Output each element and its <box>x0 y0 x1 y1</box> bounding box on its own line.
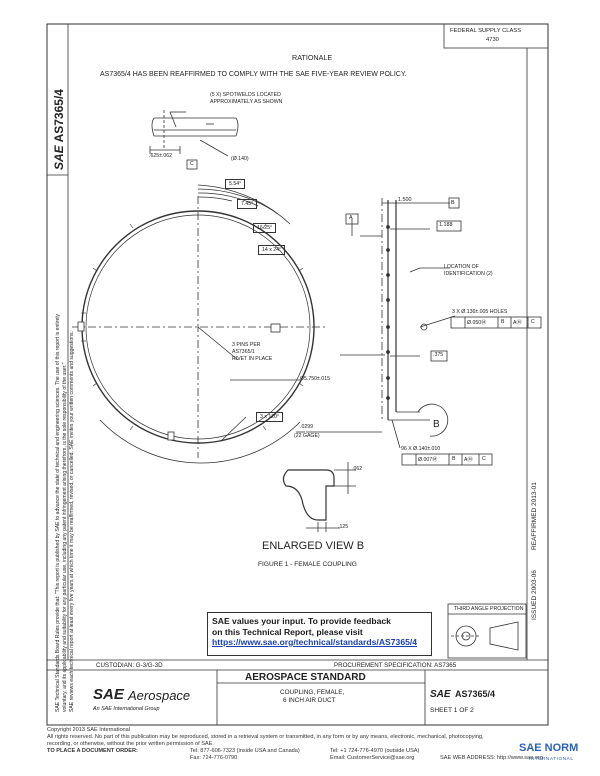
datum-c: C <box>190 161 194 167</box>
fcf2-datum-a: AⓂ <box>464 457 473 463</box>
feedback-link[interactable]: https://www.sae.org/technical/standards/… <box>212 637 418 647</box>
spotweld-detail <box>149 110 239 170</box>
brand-sae: SAE <box>93 686 124 703</box>
spotwelds-label: (5 X) SPOTWELDS LOCATED <box>210 92 281 98</box>
feedback-line-1: SAE values your input. To provide feedba… <box>212 616 391 626</box>
angle-1625: 16.25° <box>253 223 277 233</box>
side-disclaimer-3: SAE reviews each technical report at lea… <box>69 331 75 712</box>
figure-caption: FIGURE 1 - FEMALE COUPLING <box>258 561 357 568</box>
dim-625: .625±.062 <box>149 153 173 159</box>
side-disclaimer-1: SAE Technical Standards Board Rules prov… <box>55 313 61 712</box>
dim-140: (Ø.140) <box>231 156 249 162</box>
fcf2-datum-b: B <box>452 456 456 462</box>
footer-email: Email: CustomerService@sae.org <box>330 755 415 761</box>
dim-062: .062 <box>352 466 363 472</box>
rationale-heading: RATIONALE <box>292 53 333 62</box>
enlarged-view-title: ENLARGED VIEW B <box>262 540 365 552</box>
dim-1188: 1.188 <box>439 222 453 228</box>
brand-aerospace: Aerospace <box>128 688 191 703</box>
title-block-lines <box>47 659 548 725</box>
loc-id-1: LOCATION OF <box>444 264 479 270</box>
third-angle-projection <box>447 603 527 659</box>
watermark-sub: INTERNATIONAL <box>529 757 574 762</box>
fcf1-datum-a: AⓂ <box>513 320 522 326</box>
spotwelds-label-2: APPROXIMATELY AS SHOWN <box>210 99 283 105</box>
dia-5750: Ø5.750±.015 <box>300 376 330 382</box>
doc-title-2: 6 INCH AIR DUCT <box>283 697 336 704</box>
fsc-code: 4730 <box>486 37 499 43</box>
dim-125: .125 <box>338 524 349 530</box>
feedback-box: SAE values your input. To provide feedba… <box>207 612 432 656</box>
custodian: CUSTODIAN: G-3/G-3D <box>96 662 163 669</box>
holes-label: 3 X Ø.136±.005 HOLES <box>452 309 508 315</box>
datum-a: A <box>349 215 353 221</box>
reaffirmed-date: REAFFIRMED 2013-01 <box>531 482 538 550</box>
loc-id-2: IDENTIFICATION (2) <box>444 271 493 277</box>
fcf1-tolerance: Ø.050Ⓜ <box>467 320 487 326</box>
pins-label-1: 3 PINS PER <box>232 342 261 348</box>
footer-rights: All rights reserved. No part of this pub… <box>47 734 484 740</box>
side-doc-number: SAE AS7365/4 <box>52 89 66 170</box>
dim-375: .375 <box>433 352 444 358</box>
angle-554: 5.54° <box>225 179 246 189</box>
holes2-label: 96 X Ø.140±.010 <box>401 446 441 452</box>
pins-label-2: AS7365/1 <box>232 349 255 355</box>
coupling-ring <box>72 184 326 464</box>
view-b-callout: B <box>433 419 440 430</box>
third-angle-label: THIRD ANGLE PROJECTION <box>454 606 524 612</box>
dim-0299: .0299 <box>300 424 313 430</box>
fcf2-datum-c: C <box>482 456 486 462</box>
sheet-border <box>46 23 549 726</box>
fcf1-datum-c: C <box>531 319 535 325</box>
footer-tel-2: Tel: +1 724-776-4970 (outside USA) <box>330 748 420 754</box>
gage-label: (22 GAGE) <box>294 433 320 439</box>
issued-date: ISSUED 2003-06 <box>531 570 538 620</box>
aerospace-standard: AEROSPACE STANDARD <box>245 672 366 683</box>
footer-copyright: Copyright 2013 SAE International <box>47 727 131 733</box>
fsc-label: FEDERAL SUPPLY CLASS <box>450 28 522 34</box>
side-doc-number-text: AS7365/4 <box>52 89 66 143</box>
feedback-line-2: on this Technical Report, please visit <box>212 626 363 637</box>
side-profile-view <box>296 197 542 466</box>
footer-order: TO PLACE A DOCUMENT ORDER: <box>47 748 138 754</box>
angle-14x24: 14 x 24° <box>258 245 286 255</box>
fcf1-datum-b: B <box>501 319 505 325</box>
fcf2-tolerance: Ø.007Ⓜ <box>418 457 438 463</box>
sheet-number: SHEET 1 OF 2 <box>430 707 474 714</box>
enlarged-view-profile <box>282 462 356 532</box>
footer-web: SAE WEB ADDRESS: http://www.sae.org <box>440 755 543 761</box>
datum-b: B <box>451 200 455 206</box>
pins-label-3: RIVET IN PLACE <box>232 356 273 362</box>
footer-fax: Fax: 724-776-0790 <box>190 755 238 761</box>
title-doc-number: AS7365/4 <box>455 689 496 699</box>
angle-745: 7.45° <box>237 199 258 209</box>
side-disclaimer-2: voluntary, and its applicability and sui… <box>62 362 68 712</box>
procurement-spec: PROCUREMENT SPECIFICATION: AS7365 <box>334 662 457 669</box>
side-logo: SAE <box>52 145 66 170</box>
footer-tel-1: Tel: 877-606-7323 (inside USA and Canada… <box>190 748 300 754</box>
brand-sub: An SAE International Group <box>93 706 160 712</box>
watermark-sae-norm: SAE NORM <box>519 742 579 754</box>
rationale-text: AS7365/4 HAS BEEN REAFFIRMED TO COMPLY W… <box>100 71 407 78</box>
footer-rights-2: recording, or otherwise, without the pri… <box>47 741 214 747</box>
doc-title-1: COUPLING, FEMALE, <box>280 689 345 696</box>
angle-3x120: 3 x 120° <box>256 412 284 422</box>
fsc-box <box>443 23 549 49</box>
title-logo-sae: SAE <box>430 689 451 700</box>
dim-1500: 1.500 <box>398 197 412 203</box>
